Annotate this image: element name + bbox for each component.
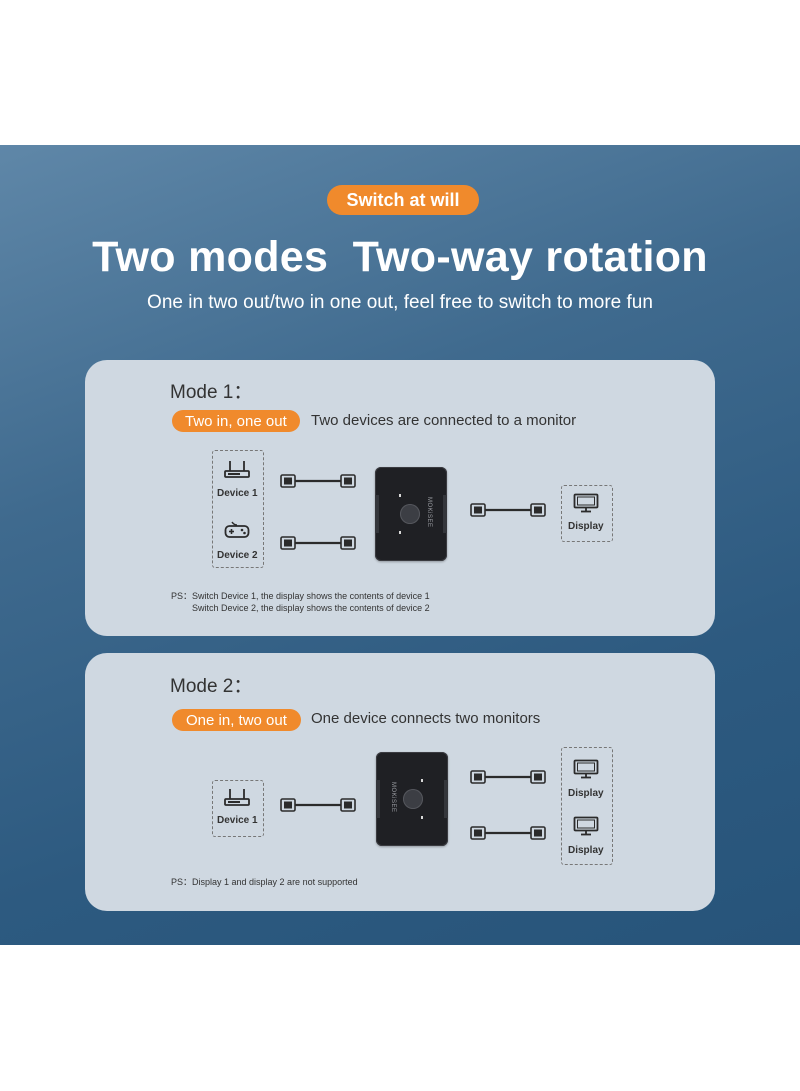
switch-at-will-badge: Switch at will [327, 185, 479, 215]
hdmi-cable-icon [470, 770, 546, 784]
switch-button [400, 504, 420, 524]
mode-1-card: Mode 1： Two in, one out Two devices are … [85, 360, 715, 636]
hdmi-cable-icon [280, 474, 356, 488]
kvm-switch-icon: MOKiSEE [375, 467, 447, 561]
banner-subtitle: One in two out/two in one out, feel free… [147, 292, 653, 313]
gamepad-icon [224, 520, 250, 540]
mode-1-device-2-label: Device 2 [217, 550, 258, 561]
mode-2-card: Mode 2： One in, two out One device conne… [85, 653, 715, 911]
mode-2-device-1-label: Device 1 [217, 815, 258, 826]
mode-2-ps-line-1: PS：Display 1 and display 2 are not suppo… [171, 877, 358, 887]
mode-1-description: Two devices are connected to a monitor [311, 412, 577, 429]
mode-1-heading: Mode 1： [170, 382, 253, 403]
mode-2-display-1-label: Display [568, 788, 604, 799]
hdmi-cable-icon [470, 826, 546, 840]
switch-brand-text: MOKiSEE [426, 497, 432, 528]
mode-1-display-group [561, 485, 613, 542]
hdmi-cable-icon [470, 503, 546, 517]
mode-2-heading: Mode 2： [170, 676, 253, 697]
mode-1-devices-group [212, 450, 264, 568]
router-icon [224, 788, 250, 808]
feature-banner: Switch at will Two modes Two-way rotatio… [0, 145, 800, 945]
hdmi-cable-icon [280, 536, 356, 550]
monitor-icon [573, 493, 599, 513]
mode-2-pill: One in, two out [172, 709, 301, 731]
mode-1-ps-line-1: PS：Switch Device 1, the display shows th… [171, 591, 430, 601]
mode-2-displays-group [561, 747, 613, 865]
monitor-icon [573, 816, 599, 836]
mode-2-display-2-label: Display [568, 845, 604, 856]
hdmi-cable-icon [280, 798, 356, 812]
mode-1-ps-line-2: Switch Device 2, the display shows the c… [192, 603, 430, 613]
router-icon [224, 460, 250, 480]
switch-button [403, 789, 423, 809]
banner-title: Two modes Two-way rotation [92, 233, 708, 281]
mode-1-display-label: Display [568, 521, 604, 532]
switch-brand-text: MOKiSEE [390, 782, 396, 813]
mode-1-device-1-label: Device 1 [217, 488, 258, 499]
mode-2-description: One device connects two monitors [311, 710, 541, 727]
monitor-icon [573, 759, 599, 779]
mode-1-pill: Two in, one out [172, 410, 300, 432]
mode-2-device-group [212, 780, 264, 837]
kvm-switch-icon: MOKiSEE [376, 752, 448, 846]
